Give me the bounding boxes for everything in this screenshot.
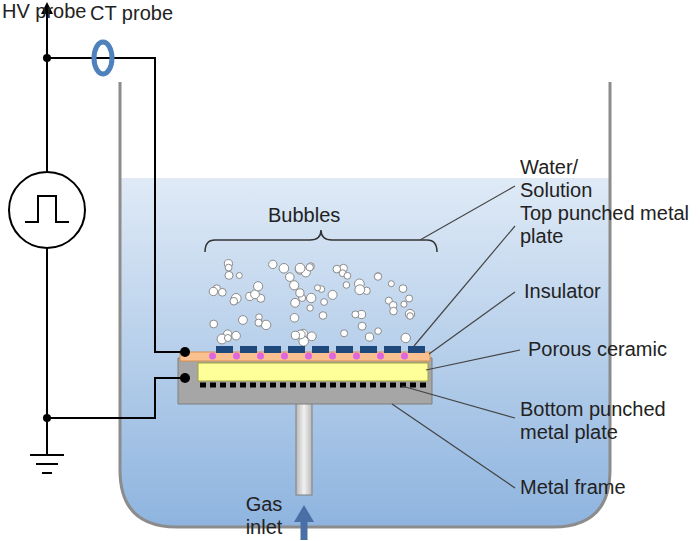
part-label: Porous ceramic <box>528 338 688 361</box>
group-label: Bubbles <box>268 204 378 227</box>
part-label: Top punched metal plate <box>520 202 690 248</box>
pulse-source <box>9 172 85 248</box>
bracket <box>205 230 437 252</box>
plasma-dots <box>209 353 408 360</box>
gas-pipe <box>296 400 312 495</box>
bubbles <box>209 260 414 347</box>
pulse-symbol <box>25 196 69 222</box>
beaker <box>120 82 610 527</box>
porous-ceramic <box>198 363 428 381</box>
part-label: Bottom punched metal plate <box>520 398 690 444</box>
insulator <box>180 352 430 361</box>
gas-arrow <box>301 522 308 540</box>
inlet-label: Gas inlet <box>236 493 292 539</box>
leader-lines <box>392 186 520 488</box>
probe-label: CT probe <box>90 2 200 25</box>
metal-frame <box>178 358 432 404</box>
top-plate <box>216 346 425 353</box>
part-label: Metal frame <box>520 476 680 499</box>
part-label: Insulator <box>524 280 674 303</box>
part-label: Water/ Solution <box>520 156 650 202</box>
ct-probe <box>94 42 112 74</box>
gas-arrow-head <box>294 505 314 522</box>
bottom-plate <box>200 383 428 388</box>
